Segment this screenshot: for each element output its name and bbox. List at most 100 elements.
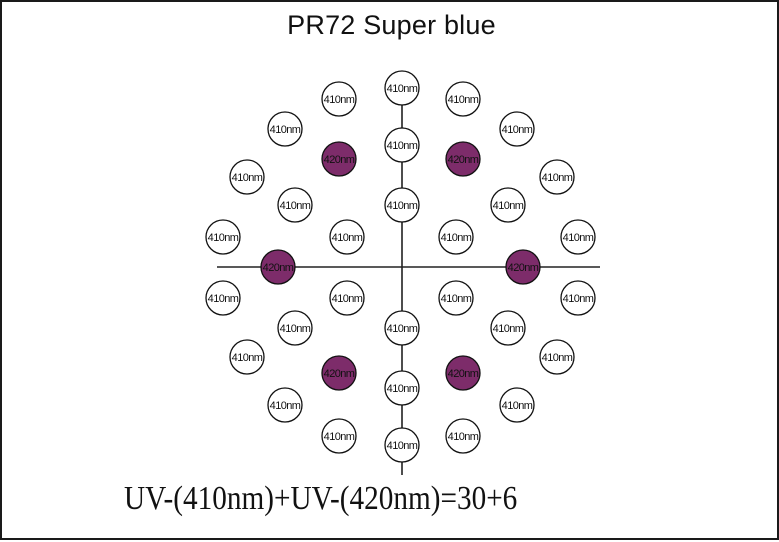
- led-circle: [384, 70, 420, 106]
- led-label: 410nm: [493, 200, 524, 212]
- led-uv410: 410nm: [445, 418, 481, 454]
- led-circle: [384, 370, 420, 406]
- led-uv420: 420nm: [260, 249, 296, 285]
- led-uv410: 410nm: [490, 310, 526, 346]
- diagram-title: PR72 Super blue: [287, 10, 496, 40]
- led-circle: [499, 387, 535, 423]
- led-label: 410nm: [563, 232, 594, 244]
- led-label: 410nm: [208, 232, 239, 244]
- led-label: 410nm: [502, 124, 533, 136]
- led-circle: [329, 219, 365, 255]
- led-label: 410nm: [493, 323, 524, 335]
- led-uv420: 420nm: [321, 355, 357, 391]
- led-label: 410nm: [270, 400, 301, 412]
- led-label: 410nm: [502, 400, 533, 412]
- led-uv410: 410nm: [560, 280, 596, 316]
- led-uv410: 410nm: [277, 310, 313, 346]
- led-uv410: 410nm: [277, 187, 313, 223]
- led-uv410: 410nm: [539, 339, 575, 375]
- led-uv420: 420nm: [445, 355, 481, 391]
- led-circle: [321, 355, 357, 391]
- led-uv410: 410nm: [438, 219, 474, 255]
- led-label: 410nm: [387, 323, 418, 335]
- led-circle: [438, 219, 474, 255]
- led-circle: [321, 418, 357, 454]
- led-uv410: 410nm: [539, 159, 575, 195]
- led-label: 410nm: [332, 293, 363, 305]
- led-label: 410nm: [232, 172, 263, 184]
- led-label: 410nm: [387, 83, 418, 95]
- led-circle: [205, 219, 241, 255]
- led-uv420: 420nm: [445, 141, 481, 177]
- led-label: 410nm: [387, 383, 418, 395]
- led-uv410: 410nm: [229, 339, 265, 375]
- led-uv410: 410nm: [329, 219, 365, 255]
- led-label: 420nm: [324, 368, 355, 380]
- led-label: 410nm: [387, 140, 418, 152]
- led-label: 420nm: [508, 262, 539, 274]
- led-uv410: 410nm: [560, 219, 596, 255]
- led-group: 410nm 410nm 410nm 410nm 410nm 420nm 410nm 420nm…: [205, 70, 596, 463]
- led-uv410: 410nm: [321, 418, 357, 454]
- led-circle: [560, 219, 596, 255]
- led-circle: [490, 310, 526, 346]
- led-circle: [277, 310, 313, 346]
- led-circle: [499, 111, 535, 147]
- led-label: 410nm: [270, 124, 301, 136]
- led-label: 420nm: [448, 368, 479, 380]
- led-label: 420nm: [324, 154, 355, 166]
- led-uv410: 410nm: [438, 280, 474, 316]
- led-uv410: 410nm: [384, 127, 420, 163]
- led-circle: [490, 187, 526, 223]
- led-label: 410nm: [324, 94, 355, 106]
- led-circle: [539, 159, 575, 195]
- led-circle: [205, 280, 241, 316]
- led-circle: [267, 111, 303, 147]
- led-circle: [321, 141, 357, 177]
- led-label: 410nm: [387, 440, 418, 452]
- led-circle: [229, 159, 265, 195]
- led-uv410: 410nm: [267, 387, 303, 423]
- led-uv410: 410nm: [384, 70, 420, 106]
- led-uv410: 410nm: [490, 187, 526, 223]
- led-label: 410nm: [387, 200, 418, 212]
- led-circle: [384, 187, 420, 223]
- led-label: 410nm: [448, 94, 479, 106]
- led-circle: [229, 339, 265, 375]
- led-circle: [445, 418, 481, 454]
- led-label: 410nm: [563, 293, 594, 305]
- led-label: 420nm: [263, 262, 294, 274]
- led-uv420: 420nm: [321, 141, 357, 177]
- led-uv410: 410nm: [205, 280, 241, 316]
- led-uv410: 410nm: [229, 159, 265, 195]
- led-label: 410nm: [232, 352, 263, 364]
- led-label: 410nm: [332, 232, 363, 244]
- led-label: 410nm: [542, 172, 573, 184]
- led-label: 410nm: [208, 293, 239, 305]
- led-circle: [329, 280, 365, 316]
- led-uv410: 410nm: [321, 81, 357, 117]
- led-uv410: 410nm: [445, 81, 481, 117]
- led-circle: [384, 310, 420, 346]
- led-circle: [445, 81, 481, 117]
- led-label: 420nm: [448, 154, 479, 166]
- led-circle: [260, 249, 296, 285]
- led-circle: [438, 280, 474, 316]
- led-uv410: 410nm: [384, 427, 420, 463]
- led-circle: [560, 280, 596, 316]
- led-uv410: 410nm: [384, 370, 420, 406]
- led-circle: [267, 387, 303, 423]
- led-label: 410nm: [324, 431, 355, 443]
- led-circle: [384, 127, 420, 163]
- led-uv410: 410nm: [384, 310, 420, 346]
- led-circle: [505, 249, 541, 285]
- led-uv410: 410nm: [499, 111, 535, 147]
- led-uv410: 410nm: [267, 111, 303, 147]
- led-circle: [445, 355, 481, 391]
- led-uv410: 410nm: [499, 387, 535, 423]
- led-label: 410nm: [280, 200, 311, 212]
- led-label: 410nm: [441, 232, 472, 244]
- led-circle: [384, 427, 420, 463]
